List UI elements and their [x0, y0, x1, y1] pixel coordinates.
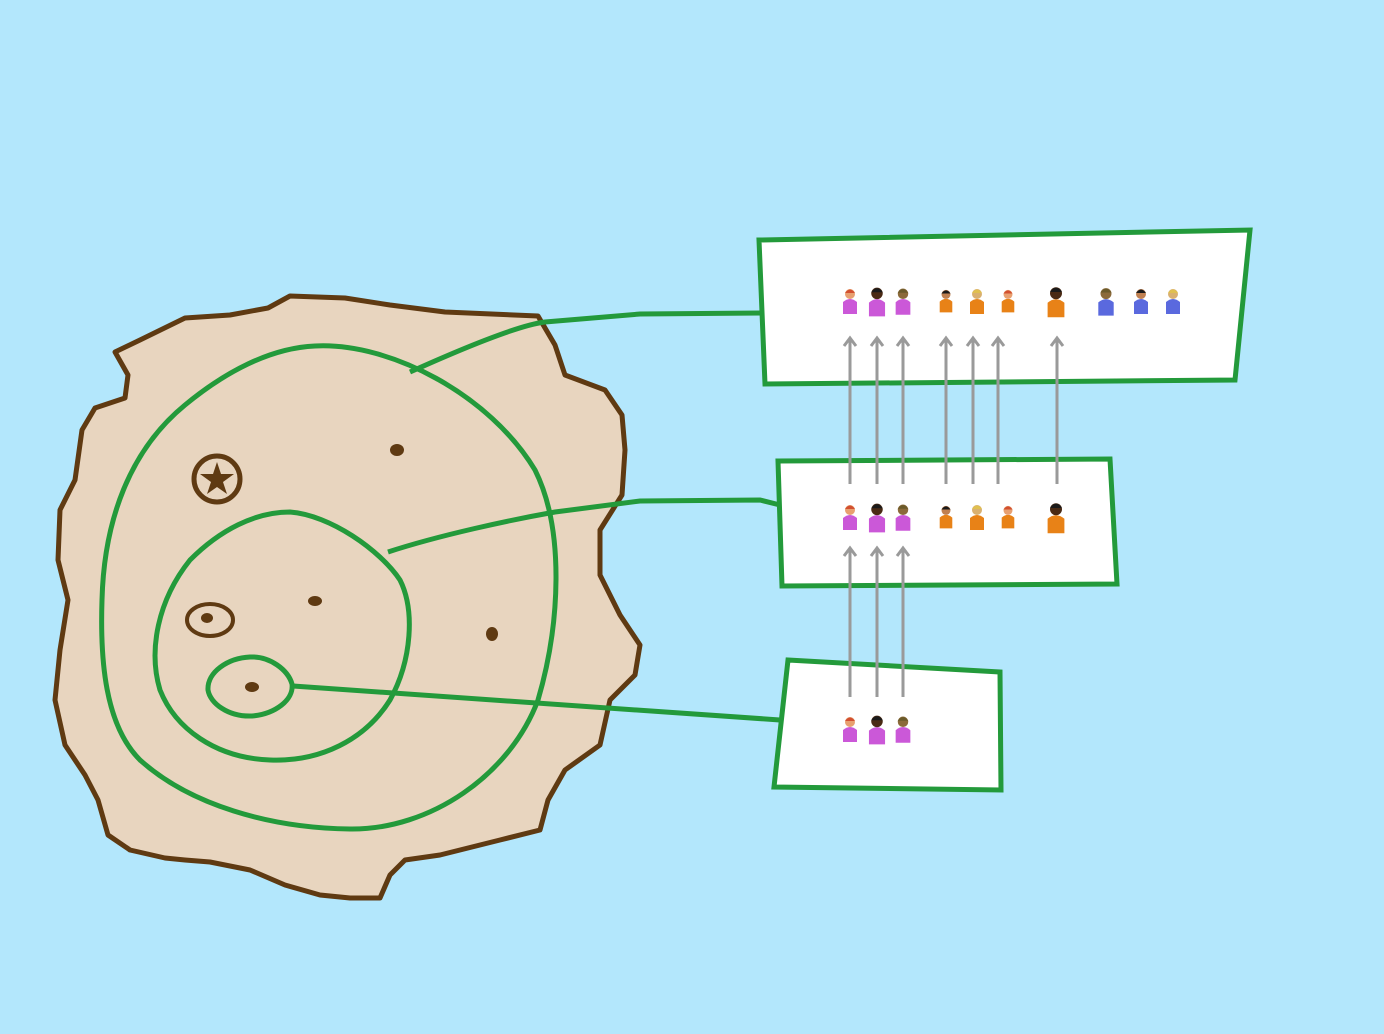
person-icon: [895, 288, 911, 315]
large-area-ring: [99, 343, 559, 832]
up-arrow-icon: [990, 335, 1006, 484]
person-icon: [1166, 289, 1180, 314]
person-icon: [939, 505, 953, 529]
up-arrow-icon: [842, 545, 858, 697]
person-icon: [1047, 503, 1065, 534]
up-arrow-icon: [938, 335, 954, 484]
person-icon: [868, 715, 886, 745]
movement-arrows: [842, 335, 1065, 697]
medium-area-connector: [387, 497, 781, 555]
person-icon: [939, 289, 953, 313]
medium-area-ring: [152, 509, 412, 763]
person-icon: [843, 505, 857, 530]
up-arrow-icon: [895, 545, 911, 697]
island: [52, 293, 643, 901]
up-arrow-icon: [869, 335, 885, 484]
up-arrow-icon: [895, 335, 911, 484]
person-icon: [868, 503, 886, 533]
town-dot-icon: [245, 682, 259, 692]
small-area-ring: [205, 654, 295, 719]
up-arrow-icon: [869, 545, 885, 697]
capital-star-icon: [191, 453, 243, 505]
person-icon: [895, 716, 911, 743]
person-icon: [843, 289, 857, 314]
person-icon: [1047, 287, 1065, 318]
city-ring-dot-icon: [185, 602, 235, 638]
population-figures: [843, 287, 1180, 745]
town-dot-icon: [308, 596, 322, 606]
large-area-connector: [408, 310, 763, 375]
up-arrow-icon: [1049, 335, 1065, 484]
small-area-panel: [771, 657, 1004, 793]
person-icon: [1098, 288, 1114, 316]
person-icon: [895, 504, 911, 531]
person-icon: [843, 717, 857, 742]
person-icon: [970, 505, 984, 530]
person-icon: [868, 287, 886, 317]
up-arrow-icon: [842, 335, 858, 484]
small-area-connector: [292, 683, 781, 723]
person-icon: [1134, 289, 1148, 314]
town-dot-icon: [486, 627, 498, 641]
town-dot-icon: [390, 444, 404, 456]
person-icon: [1001, 505, 1015, 529]
up-arrow-icon: [965, 335, 981, 484]
person-icon: [1001, 289, 1015, 313]
island-markers: [185, 444, 498, 692]
person-icon: [970, 289, 984, 314]
